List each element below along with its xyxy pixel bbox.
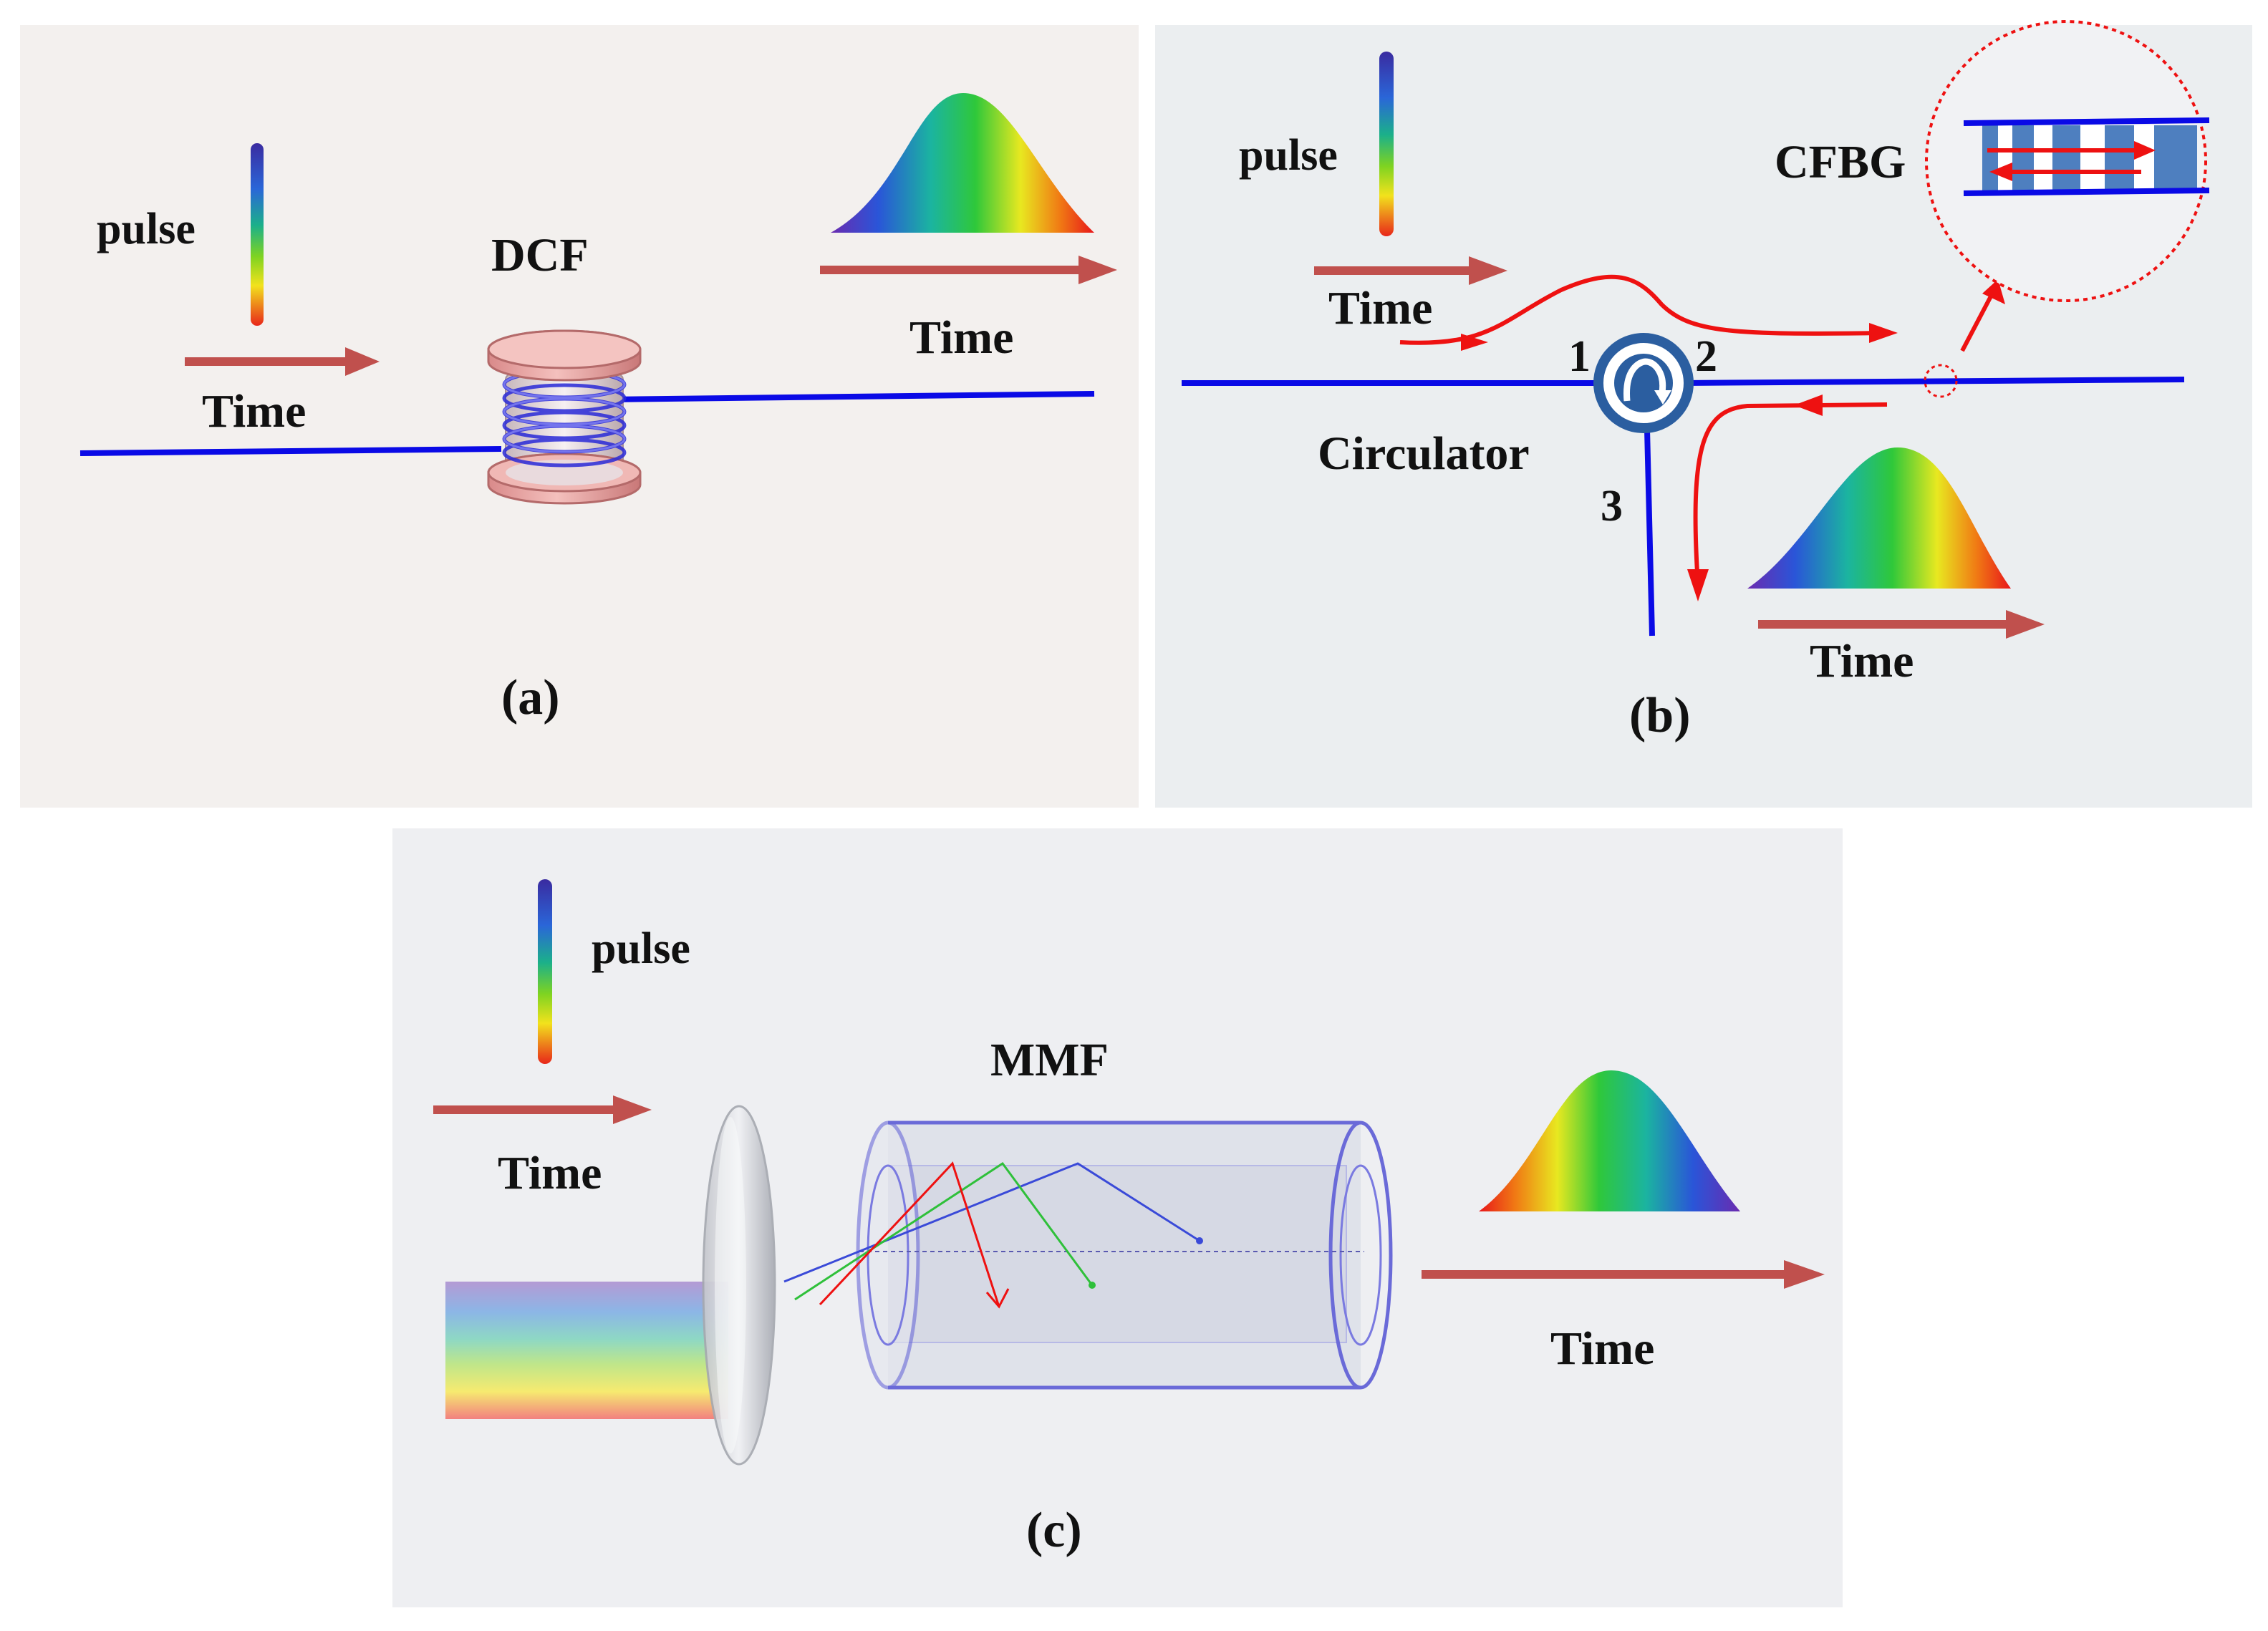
spectrum-c-out — [1479, 1070, 1740, 1211]
cfbg-inset — [1925, 20, 2210, 302]
cfbg-location-marker — [1924, 364, 1958, 398]
panel-c: pulse Time MMF — [392, 828, 1843, 1607]
port-1-label: 1 — [1568, 332, 1591, 381]
signal-arrowhead-4 — [1687, 569, 1709, 601]
time-a-in-label: Time — [202, 385, 306, 437]
mode-rays — [783, 1161, 1200, 1307]
signal-path-return — [1693, 402, 1888, 573]
time-arrow-b-out — [1758, 610, 2045, 639]
mmf-label: MMF — [990, 1034, 1109, 1086]
time-a-out-label: Time — [909, 311, 1013, 364]
signal-arrowhead-2 — [1869, 323, 1898, 343]
dcf-spool — [487, 329, 642, 505]
panel-a-label: (a) — [501, 670, 560, 725]
pulse-a-label: pulse — [97, 205, 196, 253]
time-b-in-label: Time — [1328, 282, 1432, 334]
pulse-b-glyph — [1379, 52, 1394, 236]
input-beam — [445, 1282, 728, 1419]
dcf-label: DCF — [491, 229, 589, 281]
panel-b: pulse Time 1 2 3 Circulator — [1155, 20, 2252, 808]
time-c-in-label: Time — [498, 1147, 602, 1199]
pulse-c-glyph — [538, 879, 552, 1064]
fiber-a — [79, 391, 1095, 456]
panel-c-label: (c) — [1026, 1503, 1082, 1558]
ray-end-green — [1089, 1282, 1096, 1289]
circulator — [1593, 333, 1694, 433]
port-3-label: 3 — [1601, 482, 1623, 531]
ray-end-blue — [1196, 1237, 1203, 1244]
spectrum-b-out — [1747, 447, 2011, 589]
time-arrow-a-out — [820, 256, 1117, 284]
zoom-pointer — [1960, 292, 1994, 352]
zoom-pointer-head — [1982, 279, 2005, 304]
time-arrow-b-in — [1314, 256, 1507, 285]
signal-path-forward — [1399, 274, 1884, 345]
time-arrow-c-out — [1422, 1260, 1825, 1289]
port-2-label: 2 — [1695, 332, 1717, 381]
ray-end-red — [985, 1288, 1010, 1309]
cfbg-label: CFBG — [1775, 136, 1906, 188]
time-arrow-c-in — [433, 1095, 652, 1124]
mmf-fiber — [856, 1121, 1393, 1390]
pulse-c-label: pulse — [592, 924, 690, 973]
pulse-a-glyph — [251, 143, 264, 326]
panel-a: pulse Time — [20, 25, 1139, 808]
signal-arrowhead-1 — [1461, 334, 1488, 351]
panel-b-label: (b) — [1629, 688, 1691, 743]
signal-arrowhead-3 — [1794, 395, 1823, 416]
time-b-out-label: Time — [1810, 635, 1914, 687]
lens — [702, 1105, 776, 1466]
time-c-out-label: Time — [1550, 1322, 1654, 1375]
fiber-b — [1182, 377, 2185, 637]
time-arrow-a-in — [185, 347, 380, 376]
circulator-label: Circulator — [1318, 427, 1530, 480]
spectrum-a-out — [831, 93, 1094, 233]
pulse-b-label: pulse — [1239, 131, 1338, 180]
